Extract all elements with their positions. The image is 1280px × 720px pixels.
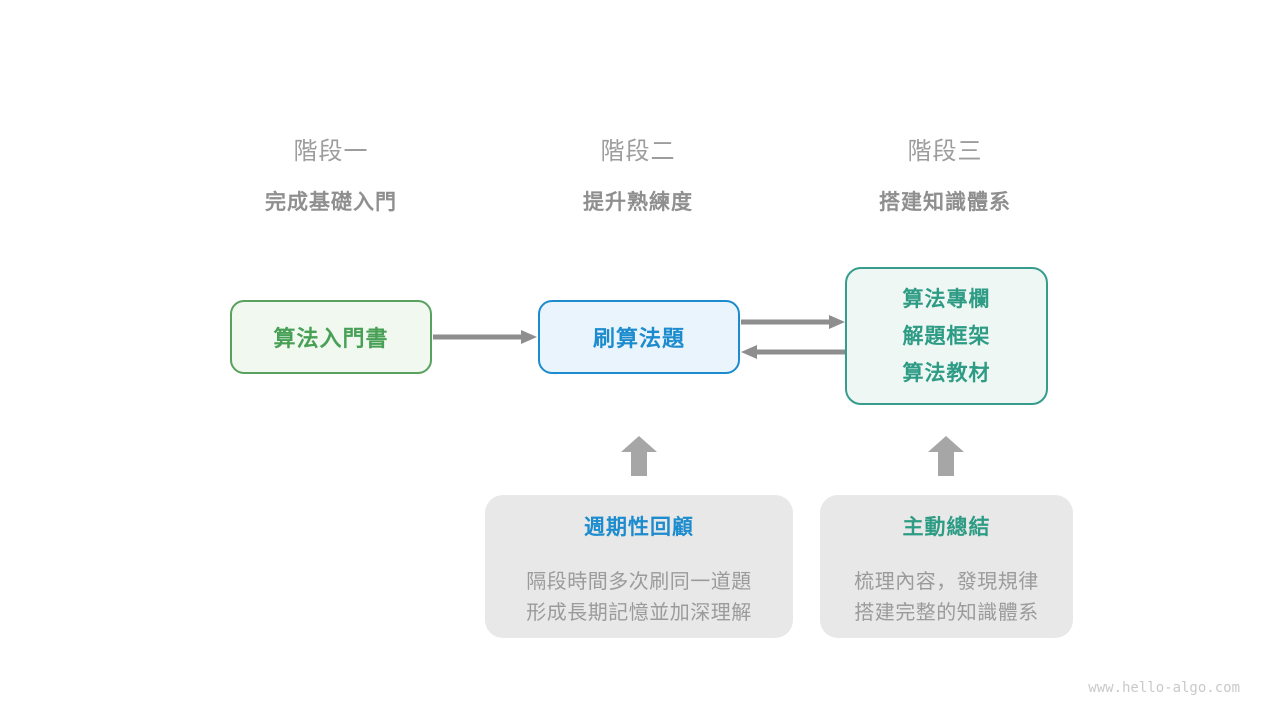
arrow-up-icon	[928, 436, 964, 476]
arrow-left-icon	[741, 345, 845, 359]
callout-active-summary-line-2: 搭建完整的知識體系	[854, 602, 1039, 624]
callout-periodic-review-line-2: 形成長期記憶並加深理解	[526, 602, 752, 624]
arrow-right-icon	[741, 315, 845, 329]
stage-1-header: 階段一 完成基礎入門	[171, 131, 491, 216]
callout-periodic-review: 週期性回顧 隔段時間多次刷同一道題 形成長期記憶並加深理解	[485, 495, 793, 638]
node-resources-line-3: 算法教材	[902, 361, 991, 385]
stage-2-label: 階段二	[600, 138, 676, 165]
site-watermark: www.hello-algo.com	[1088, 680, 1240, 696]
arrow-right-icon	[433, 330, 537, 344]
arrow-up-icon	[621, 436, 657, 476]
callout-periodic-review-body: 隔段時間多次刷同一道題 形成長期記憶並加深理解	[485, 567, 793, 629]
stage-2-header: 階段二 提升熟練度	[478, 131, 798, 216]
stage-3-subtitle: 搭建知識體系	[879, 191, 1011, 214]
callout-active-summary-title: 主動總結	[902, 516, 991, 539]
node-resources-line-1: 算法專欄	[902, 287, 991, 311]
node-resources-line-2: 解題框架	[902, 324, 991, 348]
callout-periodic-review-title: 週期性回顧	[584, 516, 694, 539]
stage-1-label: 階段一	[293, 138, 369, 165]
callout-active-summary: 主動總結 梳理內容，發現規律 搭建完整的知識體系	[820, 495, 1073, 638]
node-intro-book-label: 算法入門書	[273, 326, 389, 351]
stage-2-subtitle: 提升熟練度	[583, 191, 693, 214]
node-intro-book: 算法入門書	[230, 300, 432, 374]
callout-active-summary-line-1: 梳理內容，發現規律	[854, 571, 1039, 593]
node-knowledge-resources: 算法專欄 解題框架 算法教材	[845, 267, 1048, 405]
callout-active-summary-body: 梳理內容，發現規律 搭建完整的知識體系	[820, 567, 1073, 629]
stage-1-subtitle: 完成基礎入門	[265, 191, 397, 214]
node-practice-problems: 刷算法題	[538, 300, 740, 374]
stage-3-header: 階段三 搭建知識體系	[785, 131, 1105, 216]
callout-periodic-review-line-1: 隔段時間多次刷同一道題	[526, 571, 752, 593]
stage-3-label: 階段三	[907, 138, 983, 165]
node-practice-problems-label: 刷算法題	[592, 326, 685, 351]
